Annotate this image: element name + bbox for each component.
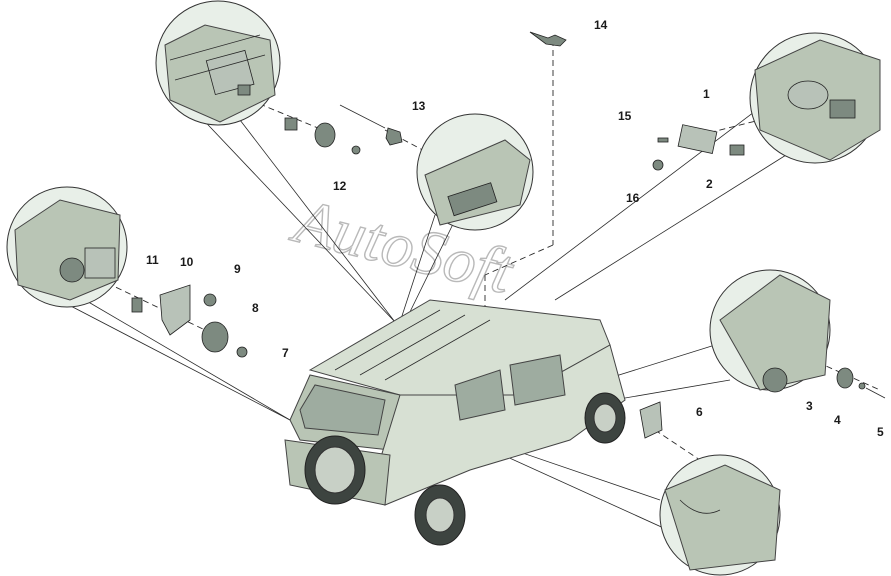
speaker-part-3 bbox=[836, 367, 854, 389]
detail-front-door-trim bbox=[155, 0, 281, 126]
speaker-part-12 bbox=[314, 122, 336, 148]
callout-14: 14 bbox=[594, 18, 608, 32]
callout-11: 11 bbox=[146, 253, 159, 267]
callout-13: 13 bbox=[412, 99, 426, 113]
callout-16: 16 bbox=[626, 191, 640, 205]
washer-part-4 bbox=[858, 382, 866, 390]
connector-part-2 bbox=[729, 144, 745, 156]
nut-part-13 bbox=[385, 127, 403, 146]
parts bbox=[131, 31, 886, 439]
callout-4: 4 bbox=[834, 413, 841, 427]
callout-2: 2 bbox=[706, 177, 713, 191]
clip-part-11 bbox=[131, 297, 143, 313]
screw-part-5 bbox=[865, 387, 886, 399]
screw-part-16 bbox=[652, 159, 664, 171]
detail-front-door-lower bbox=[659, 454, 781, 576]
callout-6: 6 bbox=[696, 405, 703, 419]
callout-3: 3 bbox=[806, 399, 813, 413]
detail-door-switch bbox=[416, 113, 534, 231]
callout-7: 7 bbox=[282, 346, 289, 360]
callout-labels: 1 2 3 4 5 6 7 8 9 10 11 12 13 14 15 16 bbox=[146, 18, 884, 439]
vehicle-suv bbox=[284, 299, 626, 546]
callout-8: 8 bbox=[252, 301, 259, 315]
control-unit-part-1 bbox=[677, 124, 718, 154]
screw-part-9 bbox=[203, 293, 217, 307]
detail-rear-door-trim bbox=[6, 186, 128, 308]
callout-10: 10 bbox=[180, 255, 194, 269]
callout-15: 15 bbox=[618, 109, 632, 123]
bracket-part bbox=[284, 117, 298, 131]
screw-part-7 bbox=[236, 346, 248, 358]
callout-1: 1 bbox=[703, 87, 710, 101]
callout-5: 5 bbox=[877, 425, 884, 439]
clip-part-15 bbox=[657, 137, 669, 143]
bracket-part-10 bbox=[159, 284, 191, 336]
antenna-part bbox=[529, 31, 567, 47]
speaker-bracket-part-6 bbox=[639, 401, 663, 439]
detail-rear-speaker bbox=[709, 269, 831, 393]
speaker-part-8 bbox=[201, 321, 229, 353]
callout-9: 9 bbox=[234, 262, 241, 276]
callout-12: 12 bbox=[333, 179, 347, 193]
detail-dashboard bbox=[749, 32, 881, 164]
